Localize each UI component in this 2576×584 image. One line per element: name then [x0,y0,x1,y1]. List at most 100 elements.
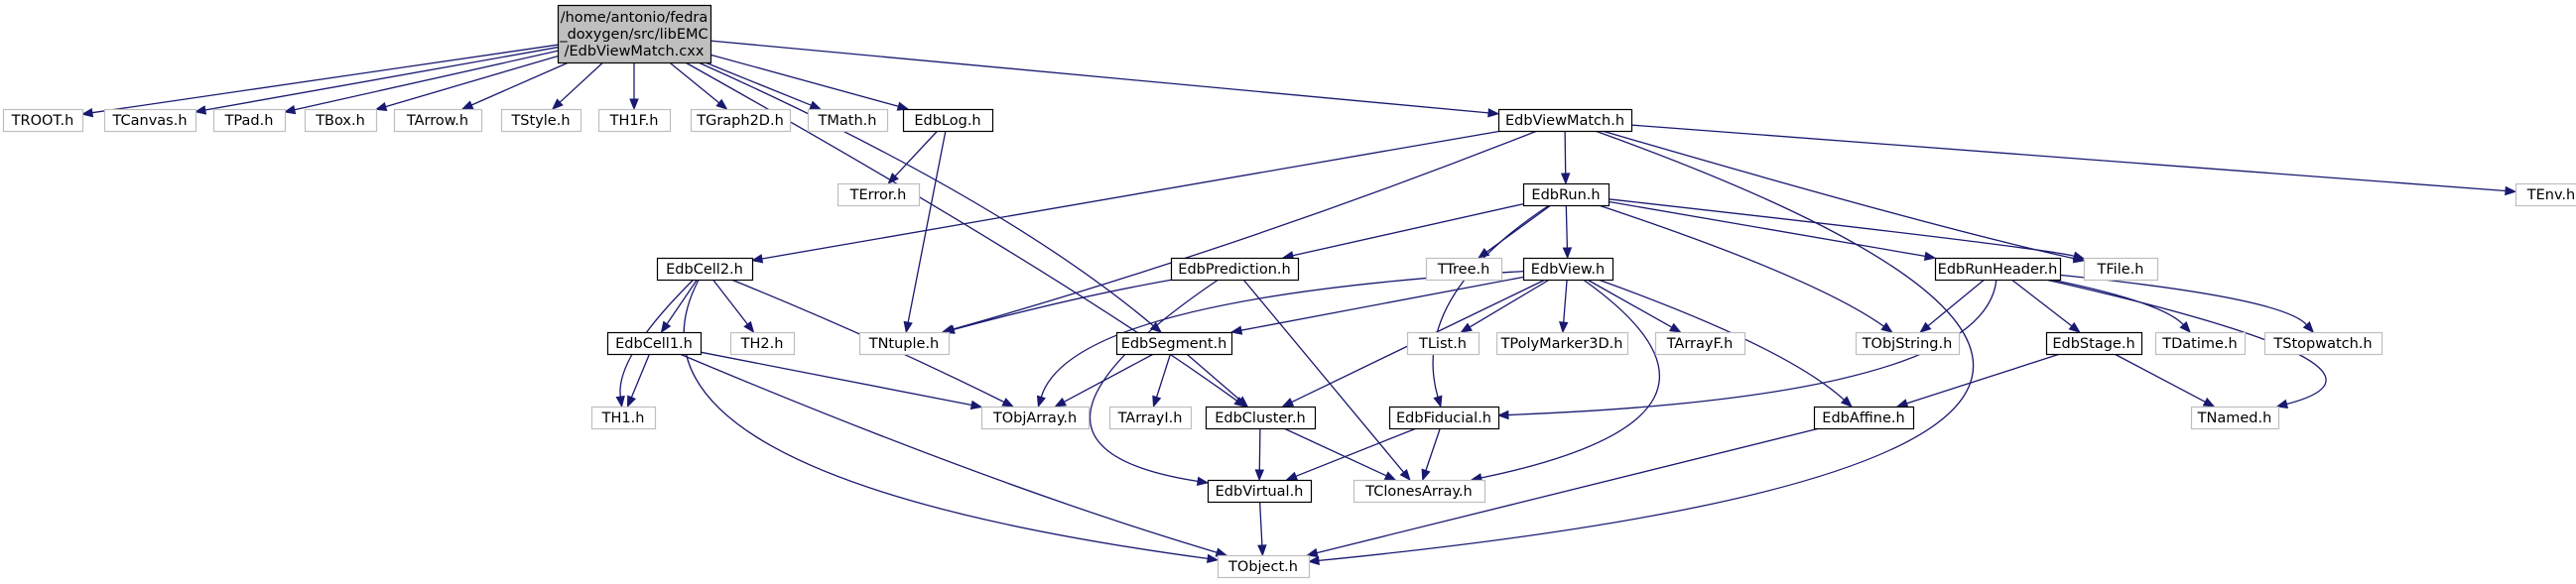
node-box-EdbCell2 [656,257,754,282]
node-label-root-1: _doxygen/src/libEMC [559,27,708,43]
node-box-TStopwatch [2263,331,2383,356]
edge-EdbViewMatch-to-EdbRun [1564,130,1567,175]
node-label-EdbLog: EdbLog.h [914,113,980,129]
node-box-EdbSegment [1115,331,1233,356]
node-label-EdbCell2: EdbCell2.h [666,262,743,278]
arrowhead-root-to-TGraph2D [715,98,728,110]
node-label-TH1F: TH1F.h [609,113,659,129]
node-EdbViewMatch[interactable]: EdbViewMatch.h [1497,108,1633,133]
node-box-EdbAffine [1813,406,1915,430]
node-EdbAffine[interactable]: EdbAffine.h [1813,406,1915,430]
edge-EdbStage-to-EdbAffine [1906,353,2061,405]
node-box-TArrayF [1654,331,1746,356]
node-EdbCell1[interactable]: EdbCell1.h [606,331,703,356]
edge-root-to-EdbSegment [698,61,1154,327]
arrowhead-EdbRun-to-EdbFiducial [1433,395,1443,409]
arrowhead-EdbCluster-to-TClonesArray [1383,471,1397,481]
edge-EdbSegment-to-TObjArray [1063,353,1154,403]
node-label-EdbRunHeader: EdbRunHeader.h [1938,262,2058,278]
node-TTree: TTree.h [1425,257,1503,282]
node-box-TDatime [2154,331,2247,356]
node-EdbSegment[interactable]: EdbSegment.h [1115,331,1233,356]
edge-root-to-TBox [385,55,559,108]
node-box-EdbRunHeader [1934,257,2062,282]
node-label-TROOT: TROOT.h [11,113,74,129]
node-box-root [557,4,712,64]
node-EdbVirtual[interactable]: EdbVirtual.h [1207,479,1313,504]
node-label-EdbRun: EdbRun.h [1531,187,1600,203]
arrowhead-EdbCluster-to-EdbVirtual [1254,469,1265,482]
edge-EdbCluster-to-TClonesArray [1283,427,1387,477]
edge-root-to-EdbLog [709,54,899,107]
node-EdbRunHeader[interactable]: EdbRunHeader.h [1934,257,2062,282]
node-EdbView[interactable]: EdbView.h [1522,257,1614,282]
node-label-TMath: TMath.h [818,113,877,129]
edge-root-to-TStyle [559,61,604,103]
nodes-layer: /home/antonio/fedra_doxygen/src/libEMC/E… [2,4,2576,579]
node-label-EdbAffine: EdbAffine.h [1822,410,1904,426]
node-label-TEnv: TEnv.h [2526,187,2575,203]
arrowhead-EdbAffine-to-TObject [1306,547,1319,558]
edge-EdbCell2-to-EdbCell1 [666,279,699,325]
edge-EdbPrediction-to-TNtuple [953,279,1173,331]
node-EdbRun[interactable]: EdbRun.h [1522,182,1610,207]
arrowhead-root-to-TArrow [460,100,474,110]
edge-EdbRunHeader-to-EdbFiducial [1507,279,1997,416]
node-TROOT: TROOT.h [2,108,84,133]
edge-EdbRun-to-EdbFiducial [1432,204,1550,398]
node-label-root-0: /home/antonio/fedra [561,10,708,26]
arrowhead-root-to-TMath [809,100,823,110]
edge-root-to-EdbViewMatch [709,40,1489,114]
arrowhead-EdbPrediction-to-TClonesArray [1399,468,1411,482]
node-EdbPrediction[interactable]: EdbPrediction.h [1170,257,1300,282]
node-box-TH2 [729,331,796,356]
arrowhead-EdbRunHeader-to-TDatime [2179,321,2192,333]
arrowhead-EdbRun-to-TObjString [1880,322,1893,333]
node-TArrayI: TArrayI.h [1108,406,1193,430]
node-box-TList [1406,331,1481,356]
edge-EdbPrediction-to-TClonesArray [1242,279,1404,473]
arrowhead-EdbRun-to-EdbView [1562,247,1573,260]
edge-EdbLog-to-TError [894,130,939,177]
arrowhead-EdbCell1-to-TH1 [626,395,636,409]
arrowhead-EdbCell2-to-TH2 [743,320,755,334]
node-label-TNamed: TNamed.h [2197,410,2272,426]
node-label-TObject: TObject.h [1227,559,1298,575]
node-label-EdbCluster: EdbCluster.h [1215,410,1306,426]
arrowhead-EdbLog-to-TNtuple [903,320,913,334]
node-EdbFiducial[interactable]: EdbFiducial.h [1388,406,1500,430]
node-label-TDatime: TDatime.h [2161,336,2237,352]
node-EdbStage[interactable]: EdbStage.h [2045,331,2143,356]
node-EdbCell2[interactable]: EdbCell2.h [656,257,754,282]
edge-EdbFiducial-to-TClonesArray [1425,427,1441,471]
node-TArrow: TArrow.h [393,108,483,133]
node-box-TPolyMarker3D [1495,331,1629,356]
node-label-EdbViewMatch: EdbViewMatch.h [1505,113,1624,129]
node-box-EdbView [1522,257,1614,282]
node-TObjString: TObjString.h [1855,331,1961,356]
arrowhead-root-to-TH1F [629,98,639,111]
arrowhead-EdbCell1-to-TObject [1215,547,1228,557]
node-label-TObjArray: TObjArray.h [992,410,1077,426]
edge-EdbRun-to-TObjString [1598,204,1884,327]
edge-root-to-TArrow [470,61,570,106]
edge-EdbVirtual-to-TObject [1258,501,1263,546]
arrowhead-EdbFiducial-to-TClonesArray [1421,468,1431,482]
edge-EdbView-to-EdbAffine [1598,279,1845,401]
edge-EdbView-to-TPolyMarker3D [1563,279,1568,323]
arrowhead-EdbView-to-EdbSegment [1229,325,1243,335]
node-TPolyMarker3D: TPolyMarker3D.h [1495,331,1629,356]
edge-EdbRun-to-EdbPrediction [1292,203,1524,257]
node-TList: TList.h [1406,331,1481,356]
arrowhead-EdbRunHeader-to-TObjString [1919,321,1932,333]
node-EdbCluster[interactable]: EdbCluster.h [1205,406,1317,430]
node-TCanvas: TCanvas.h [103,108,197,133]
node-box-TTree [1425,257,1503,282]
node-label-TPolyMarker3D: TPolyMarker3D.h [1500,336,1623,352]
node-EdbLog[interactable]: EdbLog.h [902,108,994,133]
edge-EdbCell1-to-TH1 [630,353,651,399]
node-box-EdbViewMatch [1497,108,1633,133]
node-TNamed: TNamed.h [2190,406,2280,430]
arrowhead-root-to-TBox [374,101,388,111]
node-label-TH1: TH1.h [601,410,645,426]
